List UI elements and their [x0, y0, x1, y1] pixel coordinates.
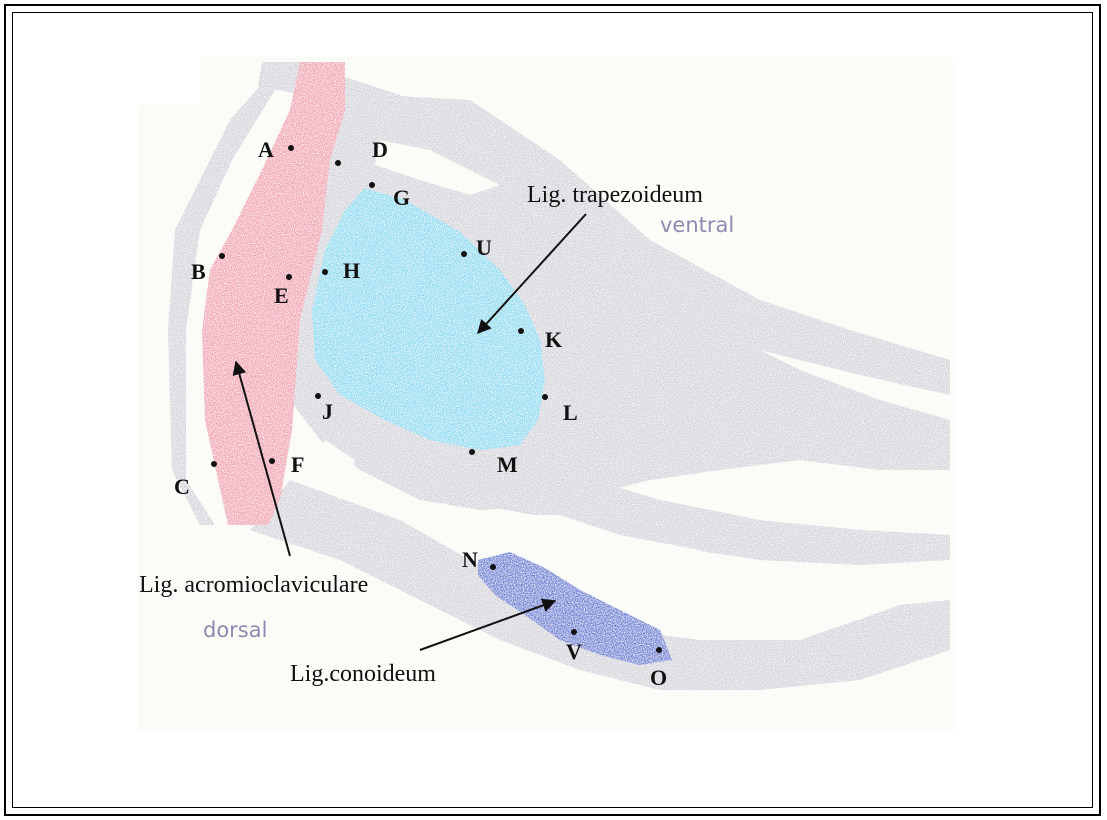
dot-C [211, 461, 217, 467]
point-label-H: H [343, 258, 360, 283]
point-label-B: B [191, 259, 206, 284]
dot-D [335, 160, 341, 166]
label-ventral: ventral [660, 213, 734, 237]
dot-F [269, 458, 275, 464]
dot-L [542, 394, 548, 400]
point-label-J: J [322, 399, 333, 424]
point-label-G: G [393, 185, 410, 210]
point-label-C: C [174, 474, 190, 499]
point-label-O: O [650, 665, 667, 690]
label-lig-trapezoideum: Lig. trapezoideum [527, 182, 703, 208]
dot-N [490, 564, 496, 570]
label-lig-conoideum: Lig.conoideum [290, 661, 436, 687]
dot-A [288, 145, 294, 151]
point-label-L: L [563, 400, 578, 425]
point-label-N: N [462, 547, 478, 572]
dot-E [286, 274, 292, 280]
dot-K [518, 328, 524, 334]
point-label-A: A [258, 137, 274, 162]
image-corner [138, 57, 200, 105]
dot-B [219, 253, 225, 259]
point-label-M: M [497, 452, 518, 477]
point-label-E: E [274, 283, 289, 308]
dot-G [369, 182, 375, 188]
point-label-U: U [476, 235, 492, 260]
label-dorsal: dorsal [203, 618, 267, 642]
label-lig-acromioclaviculare: Lig. acromioclaviculare [139, 572, 368, 598]
dot-V [571, 629, 577, 635]
dot-H [322, 269, 328, 275]
dot-O [656, 647, 662, 653]
point-label-D: D [372, 137, 388, 162]
dot-M [469, 449, 475, 455]
dot-U [461, 251, 467, 257]
point-label-K: K [545, 327, 562, 352]
dot-J [315, 393, 321, 399]
point-label-F: F [291, 452, 304, 477]
point-label-V: V [566, 639, 582, 664]
